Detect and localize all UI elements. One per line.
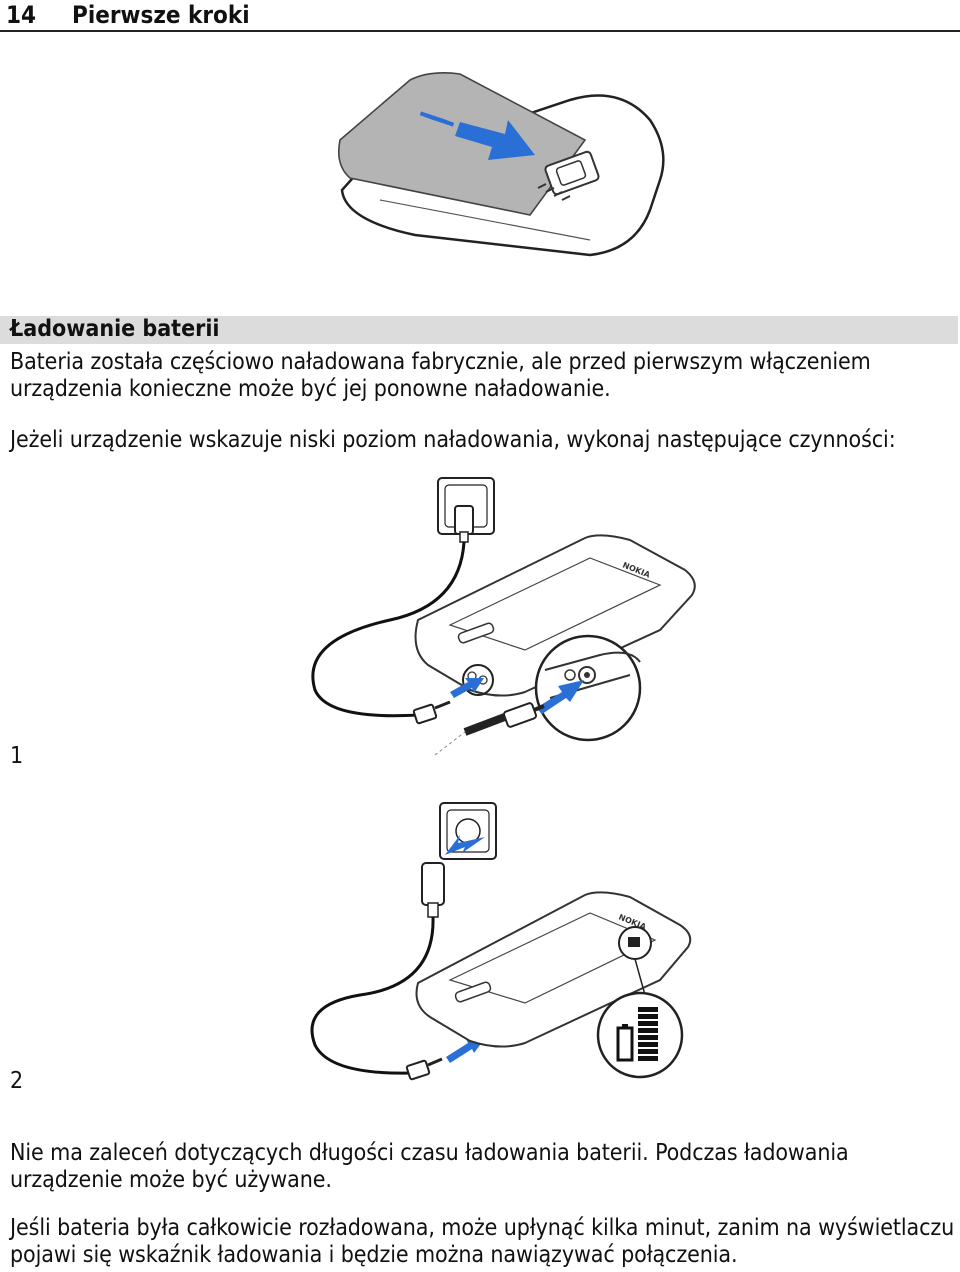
paragraph-fully-discharged: Jeśli bateria była całkowicie rozładowan… [10, 1215, 955, 1268]
charger-disconnect-illustration: NOKIA [310, 802, 692, 1081]
charger-connect-illustration: NOKIA [311, 477, 696, 756]
section-title: Ładowanie baterii [10, 316, 220, 342]
page-title: Pierwsze kroki [72, 1, 250, 29]
paragraph-low-battery: Jeżeli urządzenie wskazuje niski poziom … [10, 427, 896, 453]
battery-full-icon [616, 1007, 658, 1062]
paragraph-intro: Bateria została częściowo naładowana fab… [10, 349, 871, 402]
step-number-2: 2 [10, 1068, 24, 1094]
step-number-1: 1 [10, 743, 24, 769]
page-number: 14 [6, 1, 37, 29]
section-heading: Ładowanie baterii [0, 316, 958, 344]
paragraph-charging-time: Nie ma zaleceń dotyczących długości czas… [10, 1140, 849, 1193]
page-header: 14 Pierwsze kroki [0, 0, 960, 32]
back-cover-illustration [337, 72, 665, 257]
